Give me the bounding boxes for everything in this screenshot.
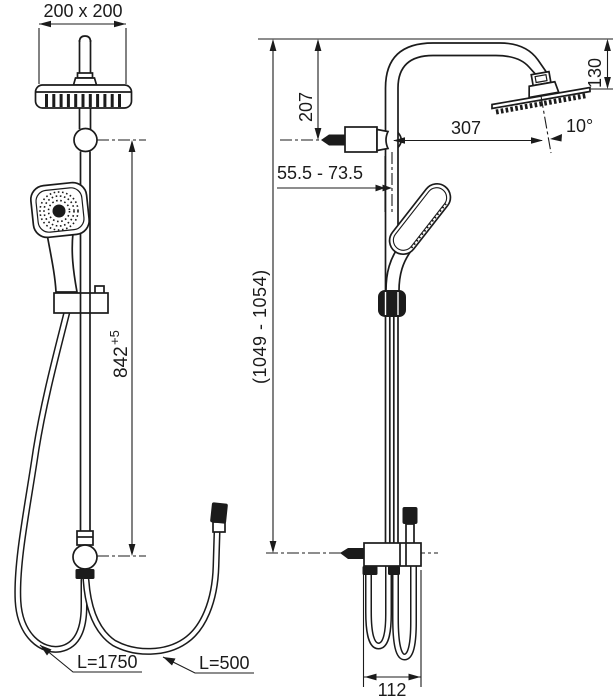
hose-nut-right — [388, 566, 400, 575]
hose-collar — [212, 521, 226, 533]
dim-rail-height-label: 842 — [111, 346, 132, 378]
shower-hose-short — [82, 502, 228, 655]
dim-head-reach: 307 — [393, 118, 543, 144]
slider-bracket — [53, 285, 109, 314]
bracket-screw-top — [321, 134, 345, 146]
dim-wall-clearance: 55.5 - 73.5 — [277, 152, 393, 215]
dim-top-offset-label: 207 — [296, 92, 316, 122]
dim-overall-height: (1049 - 1054) — [250, 39, 277, 553]
hose-long-label: L=1750 — [77, 652, 138, 672]
wall-bracket-bottom — [266, 542, 438, 575]
hose-end-cap — [210, 502, 228, 524]
dim-wall-clearance-label: 55.5 - 73.5 — [277, 163, 363, 183]
dim-rail-height-tolerance: +5 — [107, 330, 122, 345]
hose-short-label: L=500 — [199, 653, 250, 673]
hand-shower-front — [29, 181, 91, 293]
leader-hose-long: L=1750 — [39, 644, 142, 673]
dim-outlet-width-label: 112 — [378, 680, 407, 700]
rail-side — [384, 152, 399, 543]
dim-head-reach-label: 307 — [451, 118, 481, 138]
nozzle-teeth — [495, 93, 588, 115]
hand-shower-head-side — [388, 182, 452, 256]
hand-shower-handle — [45, 232, 79, 293]
hose-nut — [75, 569, 95, 579]
leader-hose-short: L=500 — [162, 653, 254, 674]
front-view: 200 x 200 — [14, 1, 254, 674]
dim-head-size-label: 200 x 200 — [43, 1, 122, 21]
dim-head-drop: 130 — [585, 39, 613, 90]
diverter-knob — [402, 507, 418, 545]
rail-bottom-connector — [72, 530, 98, 579]
dim-rail-height: 842 +5 — [97, 139, 146, 557]
hand-shower-side — [378, 182, 452, 317]
hose-nut-left — [362, 566, 378, 575]
dim-head-size: 200 x 200 — [38, 1, 127, 84]
dim-outlet-width: 112 — [362, 570, 422, 700]
dim-head-angle-label: 10° — [566, 116, 593, 136]
dim-top-offset: 207 — [296, 39, 322, 140]
side-view: (1049 - 1054) 207 — [250, 38, 613, 700]
overhead-shower-front — [34, 35, 133, 129]
bracket-screw-bottom — [340, 548, 364, 559]
hoses-side — [365, 562, 417, 661]
dim-head-angle: 10° — [540, 95, 593, 154]
spray-center — [52, 204, 66, 218]
ball-joint-top — [73, 127, 98, 153]
dim-head-drop-label: 130 — [585, 58, 605, 88]
hand-shower-holder — [378, 290, 406, 317]
shower-hose-long — [14, 308, 88, 653]
dim-overall-height-label: (1049 - 1054) — [250, 269, 270, 384]
wall-bracket-top — [280, 126, 403, 153]
ball-joint-bottom — [72, 544, 98, 570]
